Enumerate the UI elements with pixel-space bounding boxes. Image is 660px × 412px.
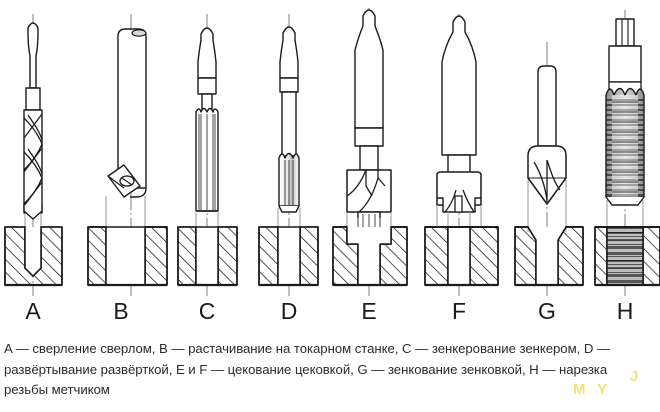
- watermark-y: Y: [597, 381, 608, 398]
- tool-D-flute-lines: [284, 160, 294, 205]
- operation-letter-H: H: [616, 298, 634, 324]
- operation-F-spotfacer: [424, 14, 499, 296]
- machining-operations-diagram: [4, 8, 660, 296]
- tool-A-point: [23, 205, 43, 220]
- watermark-j: J: [630, 368, 639, 385]
- operation-D-reamer: [258, 14, 319, 296]
- tool-A-shank: [27, 22, 39, 89]
- operation-letter-G: G: [538, 298, 556, 324]
- tool-D-collar: [279, 77, 299, 93]
- tool-H-shank-upper: [608, 45, 642, 83]
- figure-caption: A — сверление сверлом, B — растачивание …: [4, 339, 656, 401]
- tool-B-bar: [117, 28, 147, 189]
- tool-G-shank: [537, 65, 557, 147]
- tool-A-helix: [23, 113, 43, 207]
- operation-E-counterbore: [332, 8, 408, 296]
- projection-lines-B: [105, 196, 146, 232]
- tool-E-neck: [359, 145, 379, 171]
- operation-letter-B: B: [113, 298, 129, 324]
- tool-F-flutes: [444, 189, 475, 213]
- tool-H-thread-lines: [606, 99, 644, 196]
- operation-A-twist-drill: [4, 14, 63, 296]
- caption-line-2: развёртывание развёрткой, E и F — цекова…: [4, 361, 608, 377]
- tool-G-cone-flutes: [533, 159, 561, 202]
- tool-C-flute-lines: [198, 114, 216, 210]
- tool-H-tap-tip: [605, 196, 645, 206]
- hole-F: [447, 226, 471, 286]
- operation-B-boring-bar: [87, 14, 168, 296]
- projection-lines-G: [527, 180, 567, 232]
- hole-A: [24, 227, 42, 277]
- hole-C: [195, 226, 219, 286]
- tool-A-neck: [25, 87, 41, 111]
- hole-H-thread-lines: [607, 232, 643, 283]
- operation-letter-F: F: [451, 298, 467, 324]
- tool-E-cutter-flutes: [346, 169, 386, 213]
- tool-H-square-drive: [615, 18, 635, 47]
- operation-letter-E: E: [361, 298, 377, 324]
- tool-D-chamfer: [278, 205, 300, 213]
- operation-letter-C: C: [198, 298, 216, 324]
- tool-D-shaft: [281, 91, 297, 157]
- tool-F-shank: [441, 15, 477, 156]
- operation-G-countersink: [514, 42, 584, 296]
- operation-C-core-drill: [177, 14, 238, 296]
- hole-H-threaded: [606, 226, 644, 286]
- caption-line-1: A — сверление сверлом, B — растачивание …: [4, 341, 611, 356]
- hole-B: [105, 226, 146, 286]
- hole-D: [277, 226, 301, 286]
- tool-C-collar: [197, 77, 217, 95]
- tool-B-bar-top-ellipse: [131, 29, 147, 37]
- tool-E-shank: [354, 9, 384, 129]
- caption-line-3: резьбы метчиком: [4, 382, 110, 397]
- operation-H-tap: [594, 10, 660, 296]
- tool-C-shank: [197, 27, 217, 79]
- operation-letter-A: A: [25, 298, 41, 324]
- tool-B-bar-nose: [130, 187, 147, 198]
- operation-letter-D: D: [280, 298, 298, 324]
- operation-letters-row: A B C D E F G H: [0, 297, 660, 329]
- tool-E-collar: [354, 127, 384, 147]
- tool-D-shank: [279, 26, 299, 79]
- tool-F-facing-head: [436, 171, 482, 206]
- watermark-m: M: [573, 381, 586, 398]
